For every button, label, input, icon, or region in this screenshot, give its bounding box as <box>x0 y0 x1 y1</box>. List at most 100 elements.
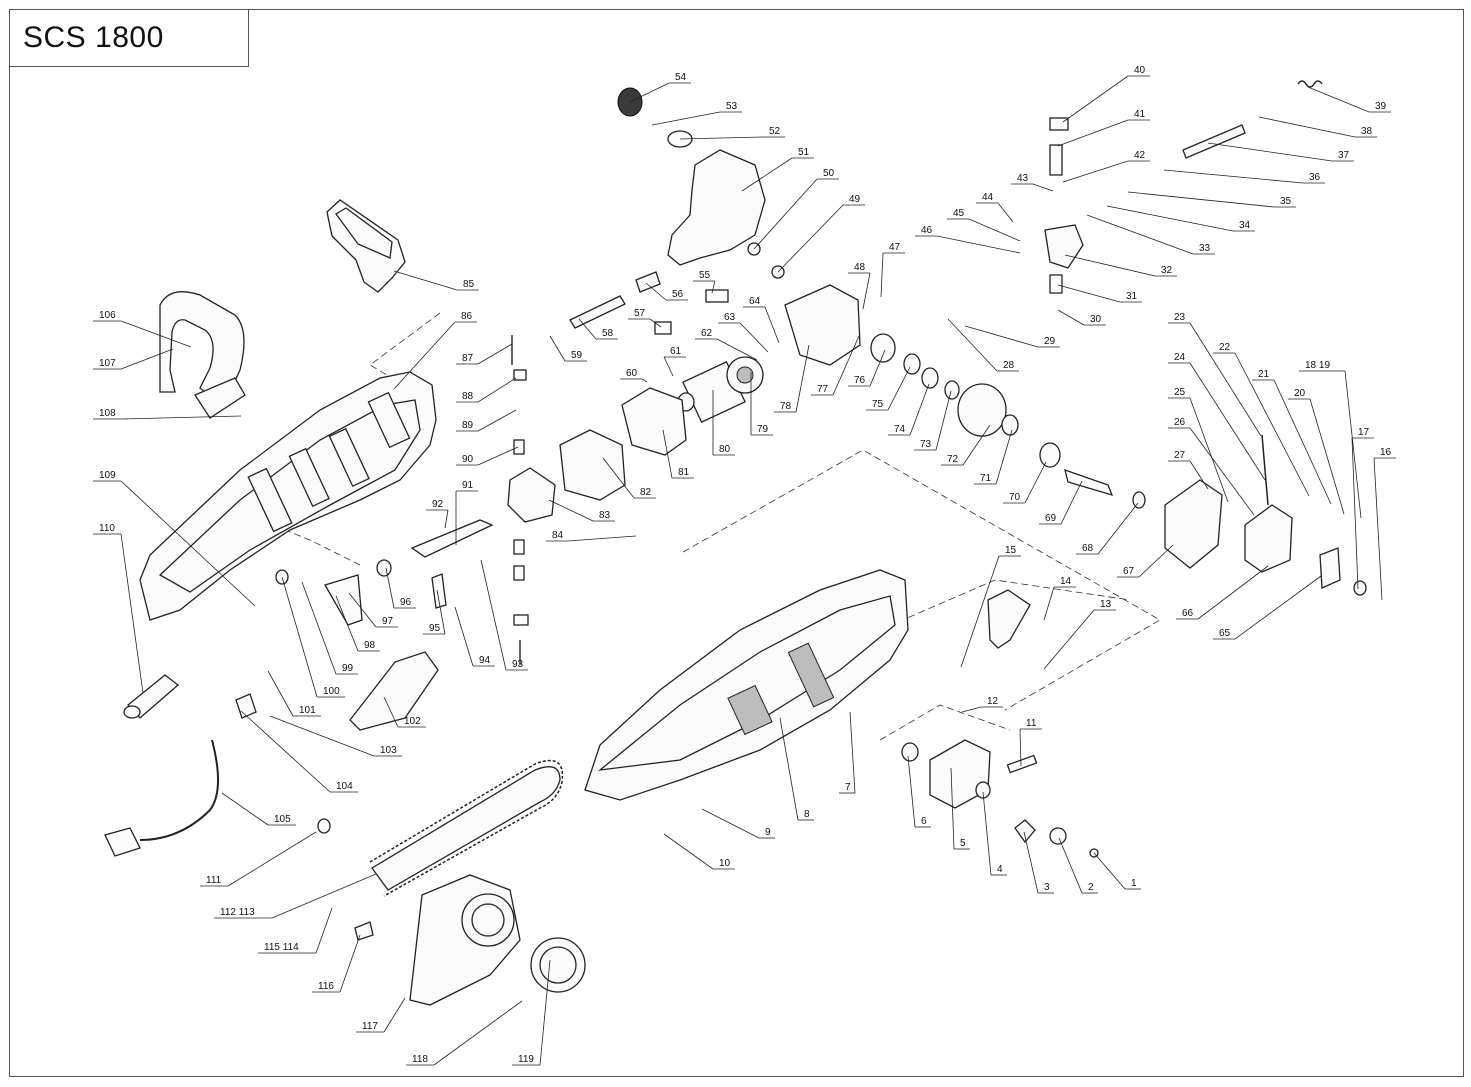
callout-101: 101 <box>267 670 321 717</box>
callout-39: 39 <box>1307 86 1391 113</box>
callout-label: 107 <box>99 358 116 369</box>
callout-leader <box>641 378 648 383</box>
callout-leader <box>936 235 1021 254</box>
callout-16: 16 <box>1373 447 1396 601</box>
callout-leader <box>649 318 662 328</box>
callout-label: 92 <box>432 499 444 510</box>
callout-label: 73 <box>920 439 932 450</box>
callout-41: 41 <box>1057 109 1150 147</box>
callout-leader <box>1024 461 1047 504</box>
callout-leader <box>315 907 333 954</box>
callout-102: 102 <box>383 696 426 728</box>
callout-leader <box>120 348 174 370</box>
callout-label: 54 <box>675 72 687 83</box>
callout-label: 111 <box>206 875 222 886</box>
callout-3: 3 <box>1023 831 1054 894</box>
callout-80: 80 <box>712 390 735 456</box>
callout-label: 86 <box>461 311 473 322</box>
callout-64: 64 <box>743 296 780 344</box>
callout-label: 63 <box>724 312 736 323</box>
callout-leader <box>1197 565 1269 620</box>
callout-108: 108 <box>93 408 242 420</box>
callout-111: 111 <box>200 831 317 887</box>
callout-label: 89 <box>462 420 474 431</box>
callout-label: 118 <box>412 1054 428 1065</box>
callout-23: 23 <box>1168 312 1262 437</box>
callout-32: 32 <box>1064 254 1177 277</box>
callout-43: 43 <box>1011 173 1054 192</box>
callout-leader <box>960 555 1000 668</box>
armature-80 <box>677 356 764 423</box>
callout-label: 72 <box>947 454 959 465</box>
callout-83: 83 <box>548 499 615 522</box>
callout-24: 24 <box>1168 352 1266 481</box>
callout-leader <box>716 338 758 361</box>
callout-label: 17 <box>1358 427 1370 438</box>
callout-leader <box>1019 728 1022 767</box>
callout-76: 76 <box>848 349 886 387</box>
callout-117: 117 <box>356 997 406 1033</box>
callout-label: 55 <box>699 270 711 281</box>
callout-label: 31 <box>1126 291 1138 302</box>
callout-36: 36 <box>1163 169 1325 184</box>
callout-leader <box>240 710 331 793</box>
callout-leader <box>1127 191 1275 208</box>
callout-104: 104 <box>240 710 358 793</box>
callout-label: 76 <box>854 375 866 386</box>
callout-leader <box>1273 379 1332 505</box>
callout-91: 91 <box>455 480 478 545</box>
callout-leader <box>383 696 399 728</box>
callout-label: 47 <box>889 242 901 253</box>
callout-89: 89 <box>456 409 517 432</box>
callout-leader <box>1097 502 1139 555</box>
callout-label: 95 <box>429 623 441 634</box>
callout-label: 38 <box>1361 126 1373 137</box>
callout-leader <box>477 446 519 466</box>
callout-45: 45 <box>947 208 1021 242</box>
callout-leader <box>267 670 294 717</box>
callout-77: 77 <box>811 335 860 396</box>
callout-label: 9 <box>765 827 771 838</box>
callout-78: 78 <box>774 344 810 413</box>
callout-75: 75 <box>866 366 911 411</box>
callout-14: 14 <box>1043 576 1076 621</box>
callout-label: 2 <box>1088 882 1094 893</box>
callout-leader <box>947 318 998 372</box>
callout-7: 7 <box>839 711 856 794</box>
callout-44: 44 <box>976 192 1014 223</box>
callout-87: 87 <box>456 343 513 365</box>
callout-6: 6 <box>907 755 931 828</box>
callout-label: 5 <box>960 838 966 849</box>
callout-label: 4 <box>997 864 1003 875</box>
callout-label: 108 <box>99 408 116 419</box>
callout-37: 37 <box>1207 142 1354 162</box>
callout-label: 99 <box>342 663 354 674</box>
callout-5: 5 <box>950 767 970 850</box>
callout-label: 14 <box>1060 576 1072 587</box>
callout-leader <box>480 559 507 671</box>
callout-leader <box>602 457 635 499</box>
callout-leader <box>1093 852 1126 890</box>
callout-57: 57 <box>628 308 662 328</box>
callout-leader <box>1064 254 1156 277</box>
callout-label: 68 <box>1082 543 1094 554</box>
callout-leader <box>433 1000 523 1066</box>
callout-label: 66 <box>1182 608 1194 619</box>
callout-92: 92 <box>426 499 449 529</box>
callout-leader <box>739 322 769 353</box>
callout-84: 84 <box>546 530 637 542</box>
callout-label: 90 <box>462 454 474 465</box>
callout-33: 33 <box>1086 214 1215 255</box>
callout-9: 9 <box>701 808 775 839</box>
callout-label: 117 <box>362 1021 378 1032</box>
callout-label: 16 <box>1380 447 1392 458</box>
callout-label: 105 <box>274 814 291 825</box>
callout-label: 83 <box>599 510 611 521</box>
callout-leader <box>578 318 597 340</box>
callout-label: 27 <box>1174 450 1186 461</box>
callout-leader <box>444 509 449 529</box>
callout-leader <box>548 499 594 522</box>
callout-27: 27 <box>1168 450 1209 490</box>
callout-leader <box>1351 437 1359 590</box>
callout-leader <box>1043 609 1095 670</box>
